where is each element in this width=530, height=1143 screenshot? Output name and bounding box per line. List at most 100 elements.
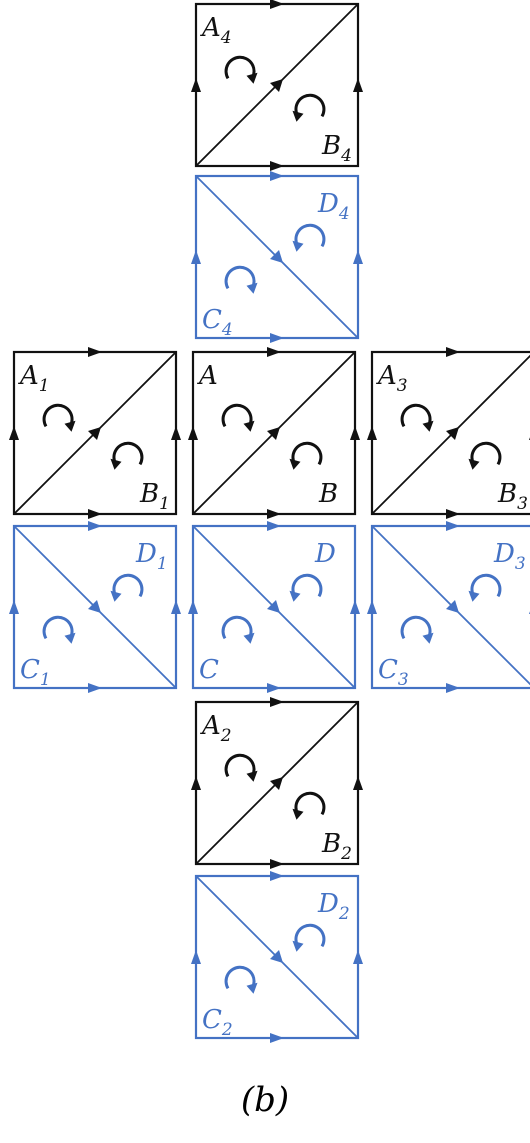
edge-arrow-top (446, 347, 460, 357)
top-label: A1 (18, 361, 50, 396)
bottom-label: C1 (20, 655, 51, 690)
edge-arrow-right (350, 600, 360, 614)
edge-arrow-left (367, 600, 377, 614)
diagonal-arrow (446, 600, 459, 613)
edge-arrow-bottom (270, 859, 284, 869)
figure-caption: (b) (240, 1080, 290, 1120)
counterclockwise-arrow-icon (292, 93, 326, 122)
edge-arrow-bottom (270, 161, 284, 171)
clockwise-arrow-icon (224, 265, 258, 294)
bottom-label: C (199, 655, 219, 685)
diagonal-arrow (446, 427, 459, 440)
edge-arrow-top (88, 347, 102, 357)
edge-arrow-top (270, 697, 284, 707)
tile-c: DC (188, 521, 360, 693)
diagonal-arrow (88, 427, 101, 440)
counterclockwise-arrow-icon (292, 791, 326, 820)
counterclockwise-arrow-icon (289, 573, 323, 602)
clockwise-arrow-icon (42, 403, 76, 432)
bottom-label: B1 (139, 479, 170, 514)
edge-arrow-bottom (446, 509, 460, 519)
diagonal-arrow (270, 950, 283, 963)
bottom-label: C4 (202, 305, 233, 340)
edge-arrow-top (267, 347, 281, 357)
edge-arrow-top (267, 521, 281, 531)
diagonal-arrow (270, 777, 283, 790)
clockwise-arrow-icon (42, 615, 76, 644)
top-label: D3 (493, 539, 526, 574)
top-label: D1 (135, 539, 168, 574)
edge-arrow-bottom (267, 683, 281, 693)
clockwise-arrow-icon (221, 403, 255, 432)
edge-arrow-left (191, 950, 201, 964)
edge-arrow-left (9, 600, 19, 614)
edge-arrow-left (188, 600, 198, 614)
top-label: A2 (200, 711, 232, 746)
clockwise-arrow-icon (221, 615, 255, 644)
tile-a: AB (188, 347, 360, 519)
edge-arrow-bottom (446, 683, 460, 693)
diagonal-arrow (270, 250, 283, 263)
edge-arrow-left (191, 776, 201, 790)
diagonal-arrow (267, 600, 280, 613)
bottom-label: B2 (321, 829, 352, 864)
edge-arrow-right (353, 776, 363, 790)
edge-arrow-top (270, 171, 284, 181)
edge-arrow-top (446, 521, 460, 531)
counterclockwise-arrow-icon (292, 223, 326, 252)
counterclockwise-arrow-icon (110, 573, 144, 602)
edge-arrow-left (191, 250, 201, 264)
edge-arrow-bottom (88, 683, 102, 693)
top-label: D2 (317, 889, 350, 924)
clockwise-arrow-icon (400, 403, 434, 432)
top-label: A (197, 361, 218, 391)
edge-arrow-left (9, 426, 19, 440)
counterclockwise-arrow-icon (289, 441, 323, 470)
top-label: A3 (376, 361, 408, 396)
counterclockwise-arrow-icon (468, 441, 502, 470)
edge-arrow-bottom (88, 509, 102, 519)
edge-arrow-right (350, 426, 360, 440)
bottom-label: B (318, 479, 338, 509)
edge-arrow-top (270, 871, 284, 881)
bottom-label: C3 (378, 655, 409, 690)
edge-arrow-top (88, 521, 102, 531)
edge-arrow-top (270, 0, 284, 9)
bottom-label: B4 (321, 131, 352, 166)
edge-arrow-left (188, 426, 198, 440)
counterclockwise-arrow-icon (468, 573, 502, 602)
clockwise-arrow-icon (400, 615, 434, 644)
top-label: A4 (200, 13, 232, 48)
edge-arrow-right (353, 950, 363, 964)
counterclockwise-arrow-icon (110, 441, 144, 470)
diagonal-arrow (270, 79, 283, 92)
edge-arrow-right (353, 250, 363, 264)
edge-arrow-bottom (270, 1033, 284, 1043)
clockwise-arrow-icon (224, 55, 258, 84)
bottom-label: C2 (202, 1005, 233, 1040)
top-label: D (314, 539, 336, 569)
edge-arrow-bottom (270, 333, 284, 343)
edge-arrow-bottom (267, 509, 281, 519)
edge-arrow-right (171, 600, 181, 614)
bottom-label: B3 (497, 479, 528, 514)
clockwise-arrow-icon (224, 965, 258, 994)
clockwise-arrow-icon (224, 753, 258, 782)
counterclockwise-arrow-icon (292, 923, 326, 952)
edge-arrow-left (191, 78, 201, 92)
edge-arrow-right (353, 78, 363, 92)
edge-arrow-left (367, 426, 377, 440)
diagonal-arrow (267, 427, 280, 440)
diagonal-arrow (88, 600, 101, 613)
edge-arrow-right (171, 426, 181, 440)
top-label: D4 (317, 189, 350, 224)
